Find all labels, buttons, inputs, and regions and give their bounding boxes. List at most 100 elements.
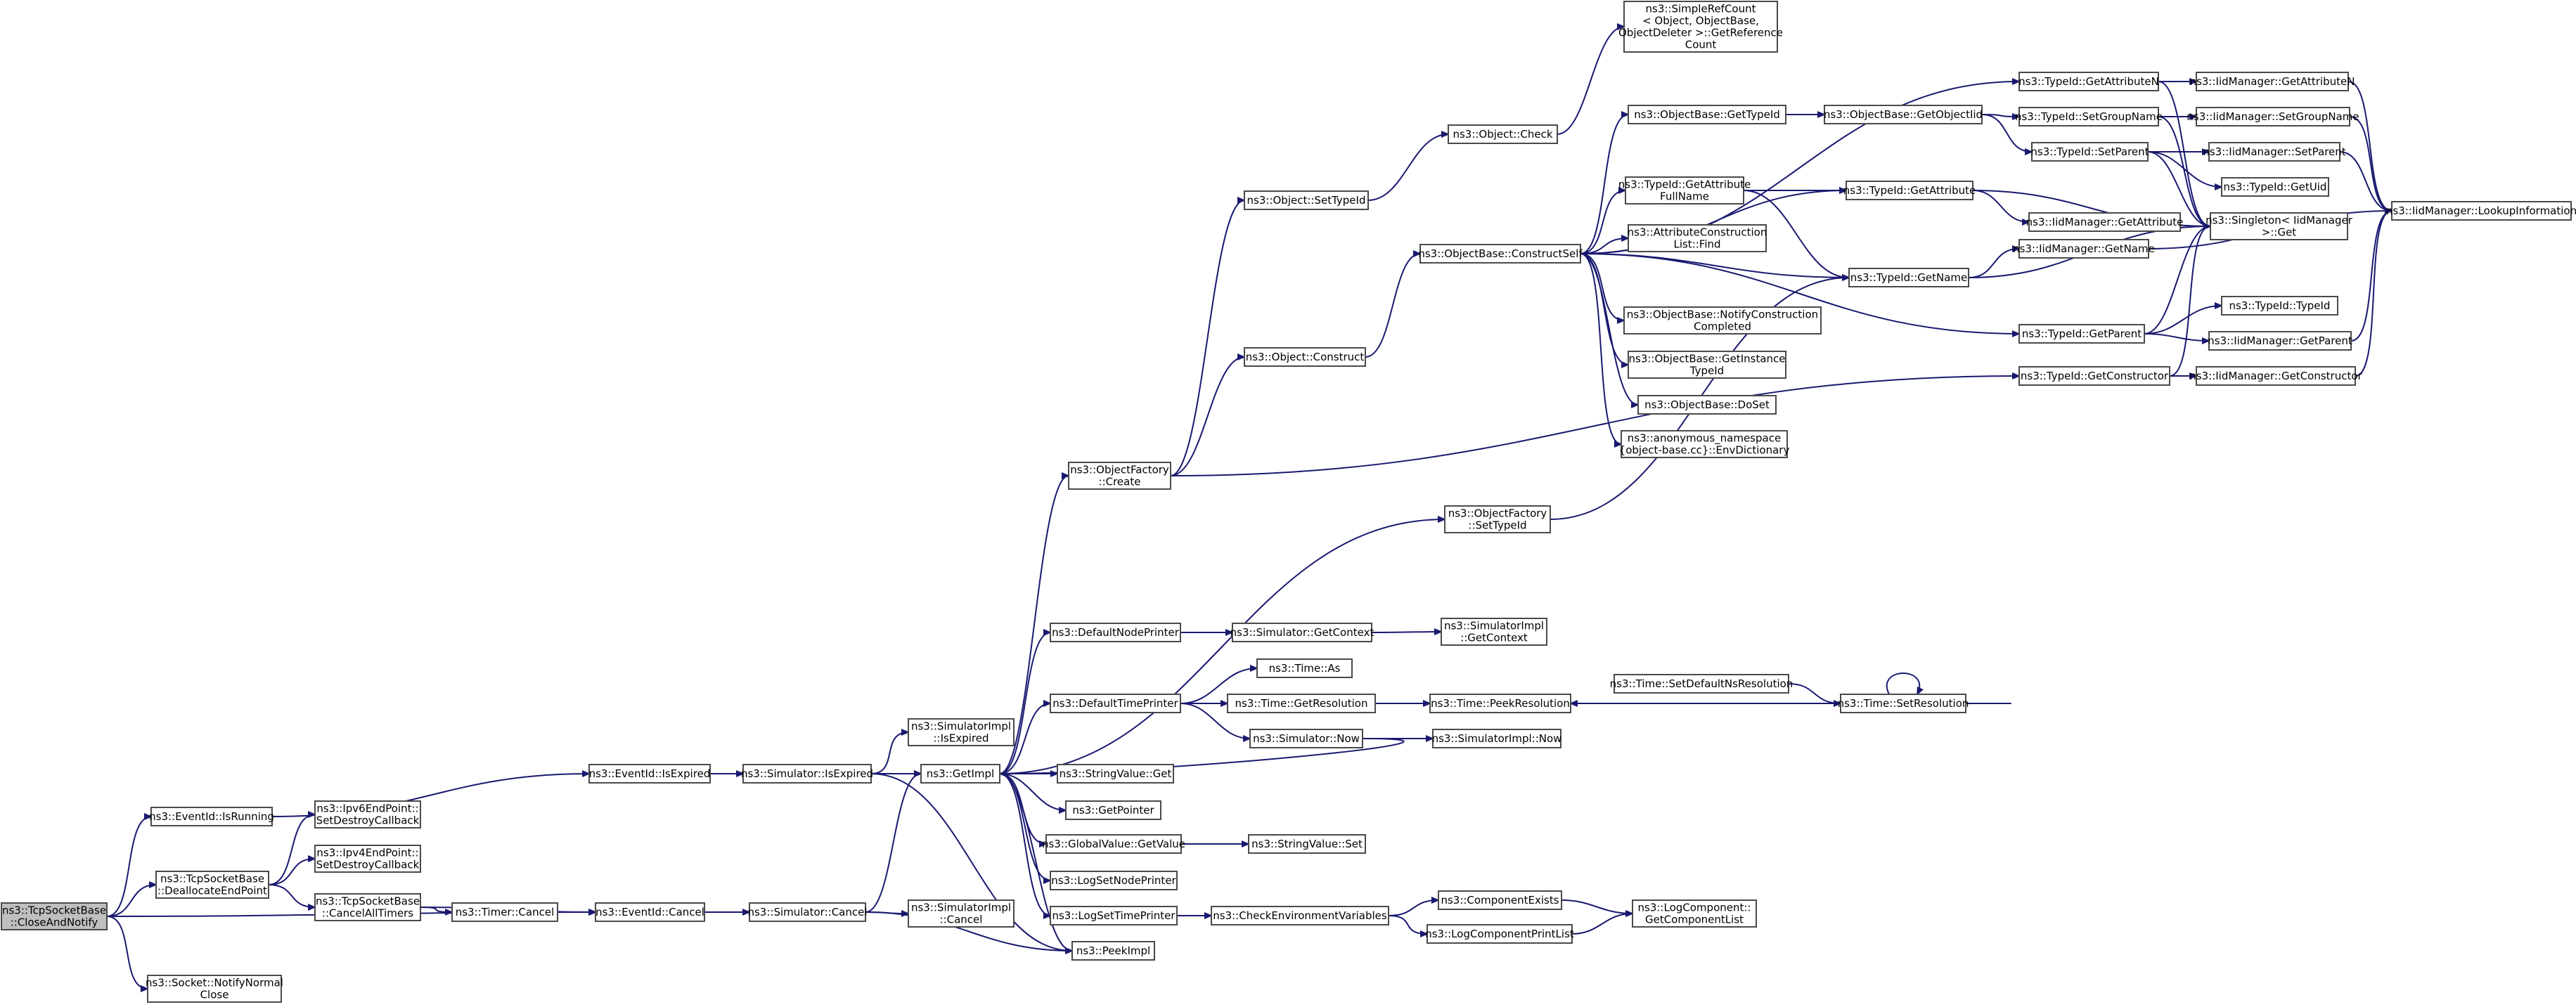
node-label-line: ns3::StringValue::Get <box>1060 767 1172 780</box>
node-simplerefcount[interactable]: ns3::SimpleRefCount< Object, ObjectBase,… <box>1618 1 1783 53</box>
call-edge-constructself-to-typeidgetattributefullname <box>1580 187 1627 254</box>
node-doset[interactable]: ns3::ObjectBase::DoSet <box>1637 395 1777 415</box>
node-simcancel[interactable]: ns3::Simulator::Cancel <box>747 902 868 922</box>
node-timegetresolution[interactable]: ns3::Time::GetResolution <box>1227 694 1376 713</box>
node-constructself[interactable]: ns3::ObjectBase::ConstructSelf <box>1418 244 1583 264</box>
node-timesetresolution[interactable]: ns3::Time::SetResolution <box>1838 694 1969 713</box>
node-label-line: ns3::IidManager::GetConstructor <box>2189 370 2362 382</box>
node-typeidtypeid[interactable]: ns3::TypeId::TypeId <box>2221 296 2338 316</box>
node-iidsetgroupname[interactable]: ns3::IidManager::SetGroupName <box>2187 107 2359 126</box>
node-simnow[interactable]: ns3::Simulator::Now <box>1249 729 1363 748</box>
node-box <box>1427 924 1573 944</box>
node-typeidgetattributen[interactable]: ns3::TypeId::GetAttributeN <box>2018 72 2159 91</box>
node-label-line: ns3::GetImpl <box>927 767 994 780</box>
call-edge-defaulttimeprinter-to-simnow <box>1180 703 1251 742</box>
node-peekimpl[interactable]: ns3::PeekImpl <box>1071 941 1155 961</box>
node-label-line: ns3::ObjectBase::GetTypeId <box>1634 108 1780 121</box>
node-componentexists[interactable]: ns3::ComponentExists <box>1438 890 1562 910</box>
node-getpointer[interactable]: ns3::GetPointer <box>1065 800 1161 820</box>
node-getimpl[interactable]: ns3::GetImpl <box>920 764 1000 784</box>
node-defaulttimeprinter[interactable]: ns3::DefaultTimePrinter <box>1050 694 1181 713</box>
node-objsettypeid[interactable]: ns3::Object::SetTypeId <box>1244 190 1369 210</box>
call-edge-deallocate-to-ipv6destroy <box>268 811 316 885</box>
node-typeidsetparent[interactable]: ns3::TypeId::SetParent <box>2030 142 2149 162</box>
node-iidgetattributen[interactable]: ns3::IidManager::GetAttributeN <box>2190 72 2355 91</box>
node-typeidgetparent[interactable]: ns3::TypeId::GetParent <box>2018 324 2145 344</box>
node-eventidisexpired[interactable]: ns3::EventId::IsExpired <box>588 764 711 784</box>
node-typeidgetattribute[interactable]: ns3::TypeId::GetAttribute <box>1843 181 1976 200</box>
node-setdefaultnsres[interactable]: ns3::Time::SetDefaultNsResolution <box>1610 674 1793 694</box>
call-edge-objcheck-to-simplerefcount <box>1557 23 1625 135</box>
call-edge-simisexpired-to-peekimpl <box>870 773 1074 954</box>
node-simisexpired[interactable]: ns3::Simulator::IsExpired <box>741 764 873 784</box>
node-logtimeprinter[interactable]: ns3::LogSetTimePrinter <box>1050 906 1178 925</box>
node-label-line: ns3::Simulator::GetContext <box>1230 626 1374 639</box>
node-objcheck[interactable]: ns3::Object::Check <box>1448 124 1558 144</box>
node-box <box>2210 212 2348 240</box>
node-singletonget[interactable]: ns3::Singleton< IidManager>::Get <box>2205 212 2353 240</box>
node-timeas[interactable]: ns3::Time::As <box>1256 658 1353 678</box>
node-timepeekresolution[interactable]: ns3::Time::PeekResolution <box>1429 694 1571 713</box>
node-eventidcancel[interactable]: ns3::EventId::Cancel <box>595 902 705 922</box>
node-lognodeprinter[interactable]: ns3::LogSetNodePrinter <box>1050 871 1178 890</box>
node-stringvalueget[interactable]: ns3::StringValue::Get <box>1057 764 1174 784</box>
node-label-line: ns3::TypeId::GetUid <box>2224 181 2327 193</box>
node-objbasegettypeid[interactable]: ns3::ObjectBase::GetTypeId <box>1628 105 1786 124</box>
node-objfactorysettypeid[interactable]: ns3::ObjectFactory::SetTypeId <box>1444 505 1551 533</box>
node-objfactorycreate[interactable]: ns3::ObjectFactory::Create <box>1068 462 1171 490</box>
node-label-line: ns3::IidManager::GetParent <box>2208 334 2352 347</box>
node-closeandnotify[interactable]: ns3::TcpSocketBase::CloseAndNotify <box>1 902 108 930</box>
node-deallocate[interactable]: ns3::TcpSocketBase::DeallocateEndPoint <box>155 871 269 899</box>
node-label-line: ::Cancel <box>940 913 983 925</box>
node-globalvalueget[interactable]: ns3::GlobalValue::GetValue <box>1042 834 1185 854</box>
node-typeidsetgroupname[interactable]: ns3::TypeId::SetGroupName <box>2015 107 2163 126</box>
node-iidgetname[interactable]: ns3::IidManager::GetName <box>2013 239 2155 259</box>
node-stringvalueset[interactable]: ns3::StringValue::Set <box>1248 834 1366 854</box>
node-iidsetparent[interactable]: ns3::IidManager::SetParent <box>2203 142 2346 162</box>
node-timercancel[interactable]: ns3::Timer::Cancel <box>451 902 558 922</box>
node-typeidgetuid[interactable]: ns3::TypeId::GetUid <box>2221 177 2329 197</box>
node-envdictionary[interactable]: ns3::anonymous_namespace{object-base.cc}… <box>1619 430 1790 458</box>
node-box <box>1057 764 1174 784</box>
node-simimplisexpired[interactable]: ns3::SimulatorImpl::IsExpired <box>908 718 1015 746</box>
node-ipv4destroy[interactable]: ns3::Ipv4EndPoint::SetDestroyCallback <box>314 845 421 873</box>
node-label-line: SetDestroyCallback <box>316 858 420 871</box>
node-isrunning[interactable]: ns3::EventId::IsRunning <box>149 807 274 826</box>
node-simimplgetcontext[interactable]: ns3::SimulatorImpl::GetContext <box>1441 618 1547 646</box>
node-logcomponentprintlist[interactable]: ns3::LogComponentPrintList <box>1425 924 1574 944</box>
call-edge-getimpl-to-lognodeprinter <box>999 773 1052 884</box>
node-ipv6destroy[interactable]: ns3::Ipv6EndPoint::SetDestroyCallback <box>314 800 421 829</box>
node-iidgetparent[interactable]: ns3::IidManager::GetParent <box>2208 331 2352 351</box>
node-label-line: Close <box>200 988 229 1001</box>
node-iidlookupinformation[interactable]: ns3::IidManager::LookupInformation <box>2386 201 2576 221</box>
node-box <box>1232 623 1372 642</box>
node-box <box>908 899 1015 928</box>
node-simgetcontext[interactable]: ns3::Simulator::GetContext <box>1230 623 1374 642</box>
call-edge-logcomponentprintlist-to-getcomponentlist <box>1571 910 1634 935</box>
node-simimplcancel[interactable]: ns3::SimulatorImpl::Cancel <box>908 899 1015 928</box>
node-getobjectiid[interactable]: ns3::ObjectBase::GetObjectIid <box>1824 105 1983 124</box>
node-box <box>451 902 558 922</box>
node-getcomponentlist[interactable]: ns3::LogComponent::GetComponentList <box>1632 899 1757 928</box>
node-simimplnow[interactable]: ns3::SimulatorImpl::Now <box>1432 729 1562 748</box>
call-edge-typeidsetgroupname-to-singletonget <box>2158 116 2212 230</box>
node-label-line: ns3::Time::SetDefaultNsResolution <box>1610 677 1793 690</box>
node-typeidgetconstructor[interactable]: ns3::TypeId::GetConstructor <box>2018 366 2170 386</box>
node-box <box>1068 462 1171 490</box>
node-iidgetattribute[interactable]: ns3::IidManager::GetAttribute <box>2026 212 2184 232</box>
call-edge-objfactorycreate-to-objconstruct <box>1170 353 1246 476</box>
call-edge-iidgetattributen-to-iidlookupinformation <box>2348 81 2393 214</box>
node-iidgetconstructor[interactable]: ns3::IidManager::GetConstructor <box>2189 366 2363 386</box>
node-objconstruct[interactable]: ns3::Object::Construct <box>1244 347 1366 367</box>
node-box <box>155 871 269 899</box>
call-edge-defaulttimeprinter-to-timeas <box>1180 665 1258 704</box>
node-notifyconstructioncompleted[interactable]: ns3::ObjectBase::NotifyConstructionCompl… <box>1623 306 1822 334</box>
node-checkenv[interactable]: ns3::CheckEnvironmentVariables <box>1211 906 1389 925</box>
node-cancelalltimers[interactable]: ns3::TcpSocketBase::CancelAllTimers <box>314 893 421 921</box>
node-typeidgetname[interactable]: ns3::TypeId::GetName <box>1848 268 1969 287</box>
node-defaultnodeprinter[interactable]: ns3::DefaultNodePrinter <box>1050 623 1181 642</box>
